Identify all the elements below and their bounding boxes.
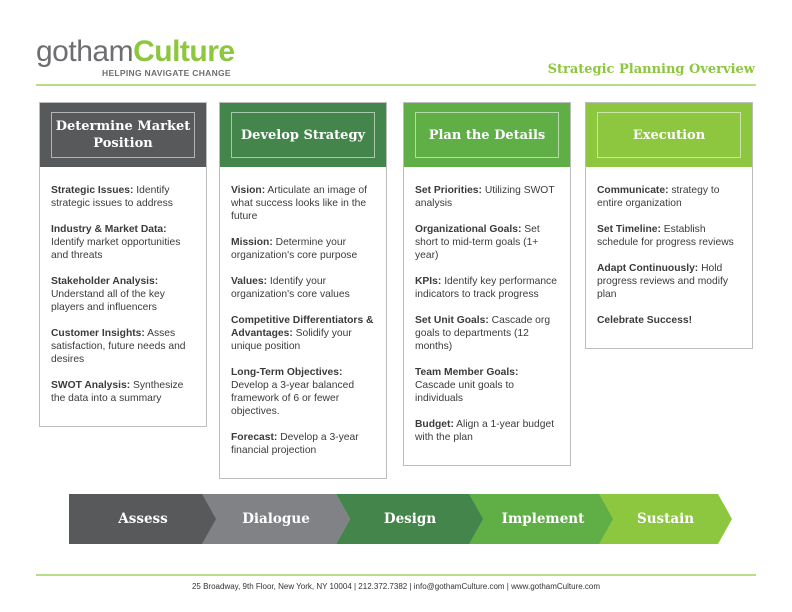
logo: gothamCulture — [36, 36, 235, 68]
item-text: Utilizing SWOT analysis — [415, 185, 555, 209]
column-body: Strategic Issues: Identify strategic iss… — [40, 167, 206, 426]
header-divider — [36, 84, 756, 86]
item-text: Synthesize the data into a summary — [51, 380, 184, 404]
item-label: SWOT Analysis: — [51, 380, 131, 391]
item-label: Communicate: — [597, 185, 669, 196]
item-text: Hold progress reviews and modify plan — [597, 263, 729, 300]
item-text: Cascade unit goals to individuals — [415, 380, 515, 404]
item-text: Identify key performance indicators to t… — [415, 276, 557, 300]
item-text: Align a 1-year budget with the plan — [415, 419, 555, 443]
list-item: Mission: Determine your organization's c… — [231, 236, 376, 262]
item-label: Strategic Issues: — [51, 185, 134, 196]
phase-sustain: Sustain — [599, 494, 732, 544]
logo-text-gotham: gotham — [36, 35, 134, 68]
item-label: Customer Insights: — [51, 328, 145, 339]
list-item: Set Priorities: Utilizing SWOT analysis — [415, 184, 560, 210]
list-item: Budget: Align a 1-year budget with the p… — [415, 418, 560, 444]
list-item: Adapt Continuously: Hold progress review… — [597, 262, 742, 301]
logo-tagline: HELPING NAVIGATE CHANGE — [102, 68, 231, 78]
item-text: Establish schedule for progress reviews — [597, 224, 734, 248]
phase-arrows: Assess Dialogue Design Implement Sustain — [0, 494, 792, 544]
item-label: Set Unit Goals: — [415, 315, 489, 326]
footer-contact: 25 Broadway, 9th Floor, New York, NY 100… — [191, 582, 601, 591]
phase-label: Sustain — [636, 511, 695, 527]
page-title: Strategic Planning Overview — [547, 62, 755, 77]
item-label: Competitive Differentiators & Advantages… — [231, 315, 374, 339]
item-label: Team Member Goals: — [415, 367, 519, 378]
item-label: Adapt Continuously: — [597, 263, 699, 274]
item-text: strategy to entire organization — [597, 185, 720, 209]
item-text: Cascade org goals to departments (12 mon… — [415, 315, 551, 352]
item-text: Determine your organization's core purpo… — [231, 237, 358, 261]
item-text: Asses satisfaction, future needs and des… — [51, 328, 186, 365]
list-item: Celebrate Success! — [597, 314, 742, 327]
item-text: Develop a 3-year financial projection — [231, 432, 359, 456]
item-label: Industry & Market Data: — [51, 224, 167, 235]
item-text: Understand all of the key players and in… — [51, 289, 165, 313]
item-label: Celebrate Success! — [597, 315, 693, 326]
column-header: Develop Strategy — [220, 103, 386, 167]
list-item: Forecast: Develop a 3-year financial pro… — [231, 431, 376, 457]
item-text: Identify your organization's core values — [231, 276, 350, 300]
phase-label: Design — [383, 511, 437, 527]
footer-divider — [36, 574, 756, 576]
item-text: Develop a 3-year balanced framework of 6… — [231, 380, 355, 417]
column-title: Execution — [597, 112, 741, 158]
list-item: Customer Insights: Asses satisfaction, f… — [51, 327, 196, 366]
list-item: Stakeholder Analysis: Understand all of … — [51, 275, 196, 314]
phase-label: Assess — [118, 511, 168, 527]
item-label: Organizational Goals: — [415, 224, 522, 235]
column-title: Develop Strategy — [231, 112, 375, 158]
logo-text-culture: Culture — [133, 35, 235, 68]
item-label: Values: — [231, 276, 268, 287]
list-item: Values: Identify your organization's cor… — [231, 275, 376, 301]
item-label: Set Timeline: — [597, 224, 661, 235]
phase-dialogue: Dialogue — [202, 494, 350, 544]
list-item: Set Unit Goals: Cascade org goals to dep… — [415, 314, 560, 353]
list-item: Set Timeline: Establish schedule for pro… — [597, 223, 742, 249]
list-item: Team Member Goals: Cascade unit goals to… — [415, 366, 560, 405]
column-title: Plan the Details — [415, 112, 559, 158]
phase-label: Implement — [501, 511, 585, 527]
item-label: Stakeholder Analysis: — [51, 276, 159, 287]
item-label: Long-Term Objectives: — [231, 367, 343, 378]
item-label: Budget: — [415, 419, 454, 430]
phase-design: Design — [336, 494, 484, 544]
phase-label: Dialogue — [242, 511, 310, 527]
column-body: Vision: Articulate an image of what succ… — [220, 167, 386, 478]
item-text: Articulate an image of what success look… — [231, 185, 368, 222]
list-item: Strategic Issues: Identify strategic iss… — [51, 184, 196, 210]
list-item: Competitive Differentiators & Advantages… — [231, 314, 376, 353]
column-header: Execution — [586, 103, 752, 167]
column-header: Determine Market Position — [40, 103, 206, 167]
list-item: Vision: Articulate an image of what succ… — [231, 184, 376, 223]
item-label: Mission: — [231, 237, 273, 248]
item-label: Set Priorities: — [415, 185, 482, 196]
list-item: Communicate: strategy to entire organiza… — [597, 184, 742, 210]
list-item: SWOT Analysis: Synthesize the data into … — [51, 379, 196, 405]
item-text: Solidify your unique position — [231, 328, 352, 352]
column-body: Communicate: strategy to entire organiza… — [586, 167, 752, 348]
item-text: Set short to mid-term goals (1+ year) — [415, 224, 540, 261]
phase-implement: Implement — [469, 494, 617, 544]
list-item: Industry & Market Data: Identify market … — [51, 223, 196, 262]
list-item: KPIs: Identify key performance indicator… — [415, 275, 560, 301]
phase-assess: Assess — [69, 494, 217, 544]
list-item: Long-Term Objectives: Develop a 3-year b… — [231, 366, 376, 418]
item-text: Identify strategic issues to address — [51, 185, 173, 209]
item-text: Identify market opportunities and threat… — [51, 237, 181, 261]
item-label: Forecast: — [231, 432, 278, 443]
item-label: Vision: — [231, 185, 266, 196]
item-label: KPIs: — [415, 276, 442, 287]
column-header: Plan the Details — [404, 103, 570, 167]
column-title: Determine Market Position — [51, 112, 195, 158]
list-item: Organizational Goals: Set short to mid-t… — [415, 223, 560, 262]
